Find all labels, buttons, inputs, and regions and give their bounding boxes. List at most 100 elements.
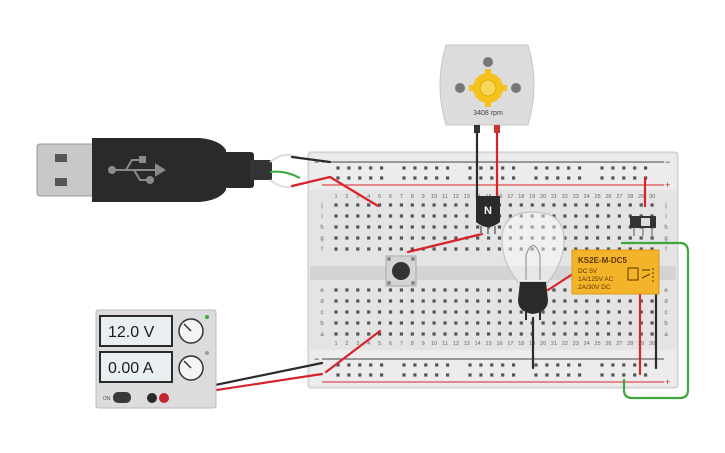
breadboard-hole[interactable] <box>574 247 578 251</box>
breadboard-hole[interactable] <box>628 203 632 207</box>
rail-hole[interactable] <box>369 363 373 367</box>
breadboard-hole[interactable] <box>487 288 491 292</box>
breadboard-hole[interactable] <box>367 288 371 292</box>
breadboard-hole[interactable] <box>530 203 534 207</box>
breadboard-hole[interactable] <box>563 321 567 325</box>
breadboard-hole[interactable] <box>574 214 578 218</box>
breadboard-hole[interactable] <box>465 288 469 292</box>
rail-hole[interactable] <box>424 363 428 367</box>
breadboard-hole[interactable] <box>574 299 578 303</box>
rail-hole[interactable] <box>567 176 571 180</box>
breadboard-hole[interactable] <box>378 225 382 229</box>
rail-hole[interactable] <box>468 166 472 170</box>
breadboard-hole[interactable] <box>650 299 654 303</box>
breadboard-hole[interactable] <box>356 299 360 303</box>
breadboard-hole[interactable] <box>421 214 425 218</box>
breadboard-hole[interactable] <box>432 321 436 325</box>
breadboard-hole[interactable] <box>639 299 643 303</box>
rail-hole[interactable] <box>424 176 428 180</box>
breadboard-hole[interactable] <box>367 321 371 325</box>
breadboard-hole[interactable] <box>563 288 567 292</box>
rail-hole[interactable] <box>501 176 505 180</box>
breadboard-hole[interactable] <box>356 310 360 314</box>
light-bulb[interactable] <box>501 211 565 320</box>
breadboard-hole[interactable] <box>443 321 447 325</box>
breadboard-hole[interactable] <box>388 332 393 336</box>
breadboard-hole[interactable] <box>367 236 371 240</box>
rail-hole[interactable] <box>622 373 626 377</box>
breadboard-hole[interactable] <box>617 214 621 218</box>
breadboard-hole[interactable] <box>585 236 589 240</box>
breadboard-hole[interactable] <box>487 299 491 303</box>
rail-hole[interactable] <box>380 166 384 170</box>
breadboard-hole[interactable] <box>432 203 436 207</box>
breadboard-hole[interactable] <box>552 321 556 325</box>
npn-transistor[interactable]: N <box>476 196 500 234</box>
rail-hole[interactable] <box>402 176 406 180</box>
breadboard-hole[interactable] <box>421 332 425 336</box>
breadboard-hole[interactable] <box>650 310 654 314</box>
breadboard-hole[interactable] <box>465 247 469 251</box>
power-supply[interactable]: 12.0 V 0.00 A ON <box>95 309 217 409</box>
breadboard-hole[interactable] <box>334 332 338 336</box>
breadboard-hole[interactable] <box>519 225 523 229</box>
breadboard-hole[interactable] <box>487 225 491 229</box>
breadboard-hole[interactable] <box>432 214 436 218</box>
breadboard-hole[interactable] <box>334 288 338 292</box>
rail-hole[interactable] <box>413 373 417 377</box>
breadboard-hole[interactable] <box>388 321 393 325</box>
rail-hole[interactable] <box>446 176 450 180</box>
breadboard-hole[interactable] <box>563 236 567 240</box>
breadboard-hole[interactable] <box>552 214 556 218</box>
breadboard-hole[interactable] <box>552 247 556 251</box>
breadboard-hole[interactable] <box>454 247 458 251</box>
rail-hole[interactable] <box>534 373 538 377</box>
breadboard-hole[interactable] <box>606 236 611 240</box>
breadboard-hole[interactable] <box>574 332 578 336</box>
breadboard-hole[interactable] <box>476 247 480 251</box>
breadboard-hole[interactable] <box>443 203 447 207</box>
breadboard-hole[interactable] <box>378 321 382 325</box>
rail-hole[interactable] <box>578 373 582 377</box>
breadboard-hole[interactable] <box>443 310 447 314</box>
breadboard-hole[interactable] <box>541 310 545 314</box>
rail-hole[interactable] <box>578 166 582 170</box>
breadboard-hole[interactable] <box>585 203 589 207</box>
rail-hole[interactable] <box>644 363 648 367</box>
breadboard-hole[interactable] <box>617 236 621 240</box>
breadboard-hole[interactable] <box>443 299 447 303</box>
breadboard-hole[interactable] <box>356 321 360 325</box>
slide-switch[interactable] <box>630 216 656 236</box>
breadboard-hole[interactable] <box>378 236 382 240</box>
breadboard-hole[interactable] <box>345 203 349 207</box>
rail-hole[interactable] <box>336 166 340 170</box>
rail-hole[interactable] <box>578 363 582 367</box>
rail-hole[interactable] <box>468 176 472 180</box>
rail-hole[interactable] <box>358 166 362 170</box>
breadboard-hole[interactable] <box>596 299 600 303</box>
rail-hole[interactable] <box>600 166 604 170</box>
breadboard-hole[interactable] <box>465 203 469 207</box>
rail-hole[interactable] <box>512 373 516 377</box>
breadboard-hole[interactable] <box>628 236 632 240</box>
breadboard-hole[interactable] <box>421 321 425 325</box>
breadboard-hole[interactable] <box>596 321 600 325</box>
rail-hole[interactable] <box>490 176 494 180</box>
breadboard-hole[interactable] <box>574 225 578 229</box>
rail-hole[interactable] <box>567 166 571 170</box>
breadboard-hole[interactable] <box>399 225 403 229</box>
breadboard-hole[interactable] <box>334 321 338 325</box>
breadboard-hole[interactable] <box>508 203 512 207</box>
breadboard-hole[interactable] <box>508 247 512 251</box>
breadboard-hole[interactable] <box>541 225 545 229</box>
breadboard-hole[interactable] <box>432 288 436 292</box>
rail-hole[interactable] <box>633 373 637 377</box>
breadboard-hole[interactable] <box>552 236 556 240</box>
breadboard-hole[interactable] <box>410 247 414 251</box>
breadboard-hole[interactable] <box>432 299 436 303</box>
breadboard-hole[interactable] <box>465 225 469 229</box>
breadboard-hole[interactable] <box>519 321 523 325</box>
breadboard-hole[interactable] <box>443 214 447 218</box>
breadboard-hole[interactable] <box>585 247 589 251</box>
breadboard-hole[interactable] <box>356 225 360 229</box>
